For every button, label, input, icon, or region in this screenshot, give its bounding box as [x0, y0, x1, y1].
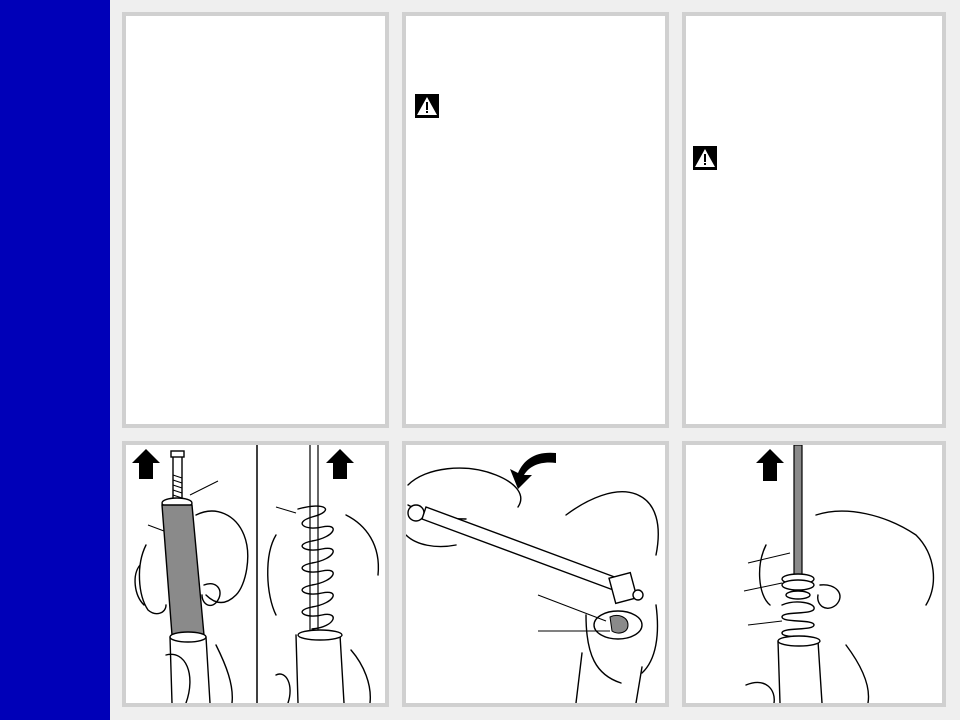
step2-text-panel — [402, 12, 669, 428]
step1-illustration-panel — [122, 441, 389, 707]
cartridge-and-spring-illustration — [132, 445, 380, 703]
step3-text-panel — [682, 12, 946, 428]
wrench-illustration — [406, 452, 659, 703]
up-arrow-icon — [756, 449, 784, 481]
up-arrow-icon — [132, 449, 160, 479]
warning-triangle-icon — [693, 146, 717, 170]
warning-triangle-icon — [415, 94, 439, 118]
step2-illustration-panel — [402, 441, 669, 707]
counter-clockwise-arrow-icon — [510, 452, 556, 489]
step3-illustration-panel — [682, 441, 946, 707]
step1-text-panel — [122, 12, 389, 428]
rod-and-spring-illustration — [743, 445, 935, 703]
up-arrow-icon — [326, 449, 354, 479]
left-sidebar — [0, 0, 110, 720]
